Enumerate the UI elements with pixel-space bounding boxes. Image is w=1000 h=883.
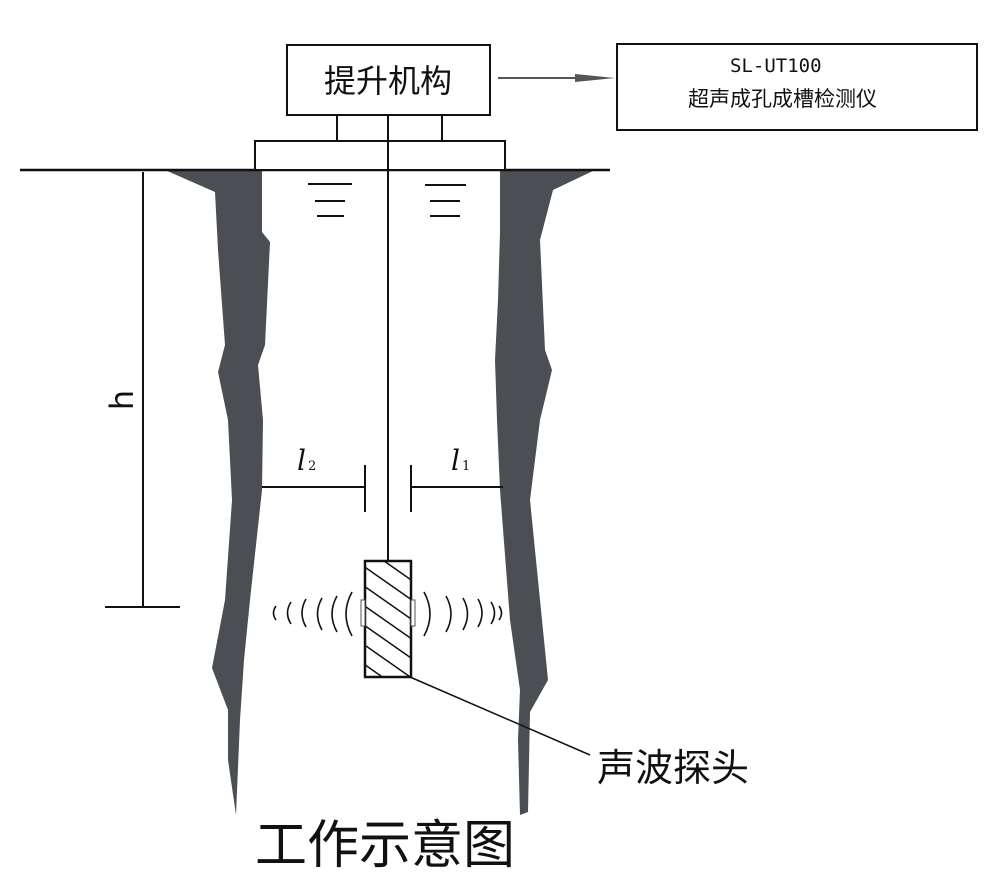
water-level-left-icon [308,183,352,217]
probe-label: 声波探头 [597,746,749,790]
left-borehole-wall [165,170,270,815]
right-borehole-wall [495,170,595,815]
probe-pointer-line [409,676,591,756]
instrument-name: 超声成孔成槽检测仪 [688,87,877,111]
transducer-right [410,599,416,627]
instrument-box [616,43,978,131]
acoustic-probe [363,559,413,679]
sound-wave-left-icon [272,591,353,637]
transducer-left [360,599,366,627]
platform [254,140,506,171]
instrument-model: SL-UT100 [730,55,822,77]
diagram-title: 工作示意图 [255,816,515,876]
arrow-head-icon [575,74,615,82]
lift-mechanism-label: 提升机构 [324,62,452,100]
depth-label: h [103,390,141,410]
sound-wave-right-icon [423,591,503,637]
water-level-right-icon [425,184,466,217]
